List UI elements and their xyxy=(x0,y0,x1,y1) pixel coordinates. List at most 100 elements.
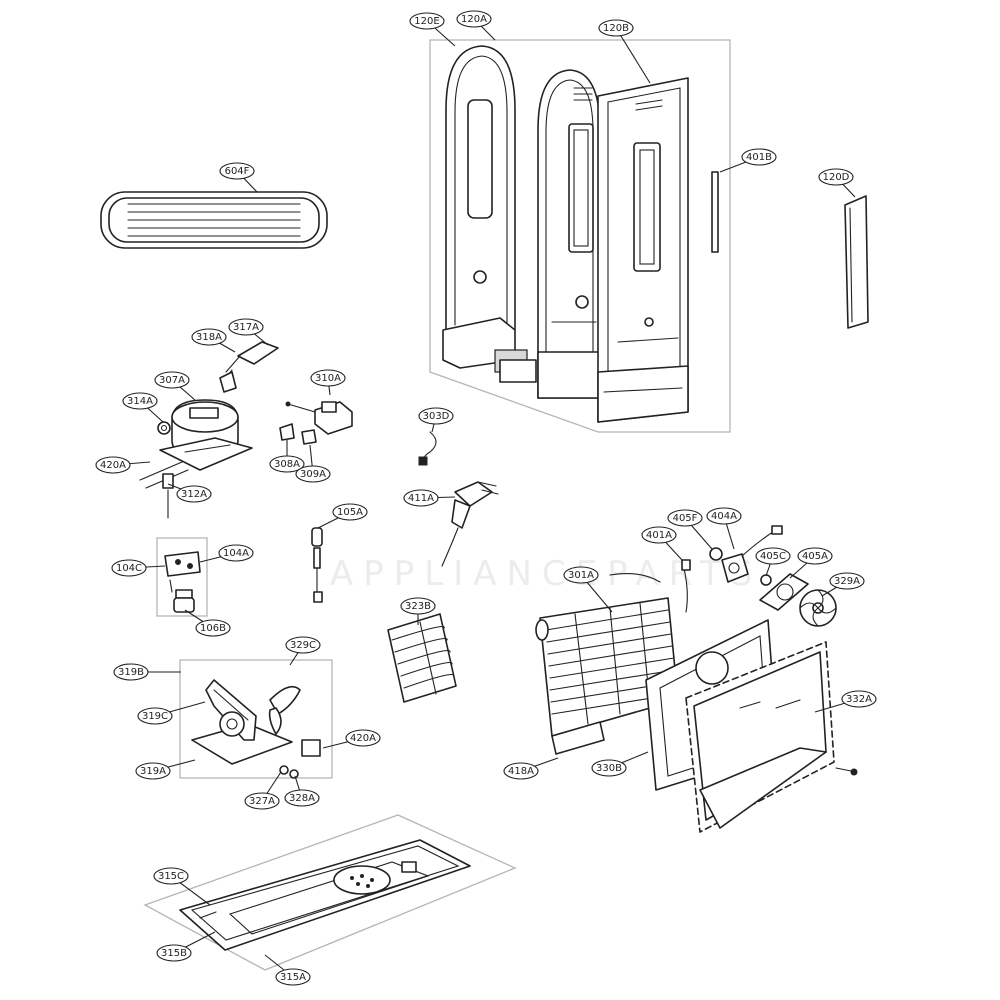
callout-420a-2: 420A xyxy=(345,729,381,747)
callout-329c: 329C xyxy=(285,636,321,654)
callout-106b: 106B xyxy=(195,619,231,637)
callout-text: 308A xyxy=(274,459,300,470)
callout-text: 330B xyxy=(596,763,622,774)
callout-120a: 120A xyxy=(456,10,492,28)
callout-text: 405C xyxy=(760,551,786,562)
callout-text: 105A xyxy=(337,507,363,518)
strip-401b xyxy=(711,171,719,253)
callout-332a: 332A xyxy=(841,690,877,708)
callout-text: 329A xyxy=(834,576,860,587)
evaporator-301a xyxy=(535,573,679,755)
callout-604f: 604F xyxy=(219,162,255,180)
cover-120d xyxy=(844,195,869,329)
callout-404a: 404A xyxy=(706,507,742,525)
callout-text: 411A xyxy=(408,493,434,504)
callout-330b: 330B xyxy=(591,759,627,777)
callout-text: 319B xyxy=(118,667,144,678)
callout-319b: 319B xyxy=(113,663,149,681)
fan-motor-box xyxy=(179,659,333,779)
compressor-307a xyxy=(139,399,253,519)
callout-405c: 405C xyxy=(755,547,791,565)
heater-105a xyxy=(311,527,323,603)
callout-text: 120B xyxy=(603,23,629,34)
wire-303d xyxy=(418,431,437,466)
leader-120b xyxy=(615,27,651,84)
callout-120e: 120E xyxy=(409,12,445,30)
callout-text: 420A xyxy=(100,460,126,471)
callout-104c: 104C xyxy=(111,559,147,577)
callout-319c: 319C xyxy=(137,707,173,725)
watermark: APPLIANCEPARTS xyxy=(330,554,762,594)
callout-text: 307A xyxy=(159,375,185,386)
callout-405f: 405F xyxy=(667,509,703,527)
callout-text: 303D xyxy=(423,411,450,422)
fan-bracket-319a xyxy=(191,679,321,779)
callout-text: 315C xyxy=(158,871,184,882)
callout-text: 106B xyxy=(200,623,226,634)
callout-310a: 310A xyxy=(310,369,346,387)
hinge-104a xyxy=(164,551,201,613)
callout-317a: 317A xyxy=(228,318,264,336)
callout-text: 318A xyxy=(196,332,222,343)
callout-303d: 303D xyxy=(418,407,454,425)
callout-text: 405F xyxy=(673,513,698,524)
callout-text: 405A xyxy=(802,551,828,562)
callout-405a: 405A xyxy=(797,547,833,565)
callout-text: 328A xyxy=(289,793,315,804)
base-tray-315a xyxy=(179,839,471,951)
callout-text: 104A xyxy=(223,548,249,559)
callout-328a: 328A xyxy=(284,789,320,807)
callout-text: 315A xyxy=(280,972,306,983)
callout-318a: 318A xyxy=(191,328,227,346)
callout-329a: 329A xyxy=(829,572,865,590)
panel-120e xyxy=(442,45,537,383)
callout-319a: 319A xyxy=(135,762,171,780)
grille-604f xyxy=(100,191,328,249)
callout-labels: 120E 120A 120B 401B 120D 604F 318A 317A 307A 310A… xyxy=(95,10,877,986)
callout-315b: 315B xyxy=(156,944,192,962)
callout-text: 315B xyxy=(161,948,187,959)
callout-text: 404A xyxy=(711,511,737,522)
callout-315a: 315A xyxy=(275,968,311,986)
callout-text: 314A xyxy=(127,396,153,407)
callout-text: 323B xyxy=(405,601,431,612)
callout-411a: 411A xyxy=(403,489,439,507)
callout-308a: 308A xyxy=(269,455,305,473)
panel-120a xyxy=(537,69,601,399)
duct-332a xyxy=(685,641,858,833)
fan-329a xyxy=(759,573,837,627)
callout-105a: 105A xyxy=(332,503,368,521)
callout-text: 319C xyxy=(142,711,168,722)
callout-309a: 309A xyxy=(295,465,331,483)
callout-text: 120D xyxy=(823,172,850,183)
callout-text: 327A xyxy=(249,796,275,807)
fan-motor-404a xyxy=(709,525,783,583)
hinge-box xyxy=(156,537,208,617)
callout-text: 120E xyxy=(414,16,439,27)
callout-text: 401A xyxy=(646,530,672,541)
callout-420a-1: 420A xyxy=(95,456,131,474)
callout-401b: 401B xyxy=(741,148,777,166)
callout-323b: 323B xyxy=(400,597,436,615)
panel-120b xyxy=(597,77,689,423)
callout-text: 317A xyxy=(233,322,259,333)
callout-text: 301A xyxy=(568,570,594,581)
callout-text: 418A xyxy=(508,766,534,777)
callout-text: 310A xyxy=(315,373,341,384)
callout-120d: 120D xyxy=(818,168,854,186)
callout-text: 332A xyxy=(846,694,872,705)
power-cord-411a xyxy=(441,481,499,567)
callout-301a: 301A xyxy=(563,566,599,584)
relay-310a xyxy=(279,401,353,445)
callout-text: 104C xyxy=(116,563,142,574)
callout-315c: 315C xyxy=(153,867,189,885)
callout-327a: 327A xyxy=(244,792,280,810)
callout-120b: 120B xyxy=(598,19,634,37)
callout-text: 309A xyxy=(300,469,326,480)
callout-text: 604F xyxy=(225,166,250,177)
callout-307a: 307A xyxy=(154,371,190,389)
condenser-323b xyxy=(387,613,457,703)
sensor-401a xyxy=(681,559,691,613)
